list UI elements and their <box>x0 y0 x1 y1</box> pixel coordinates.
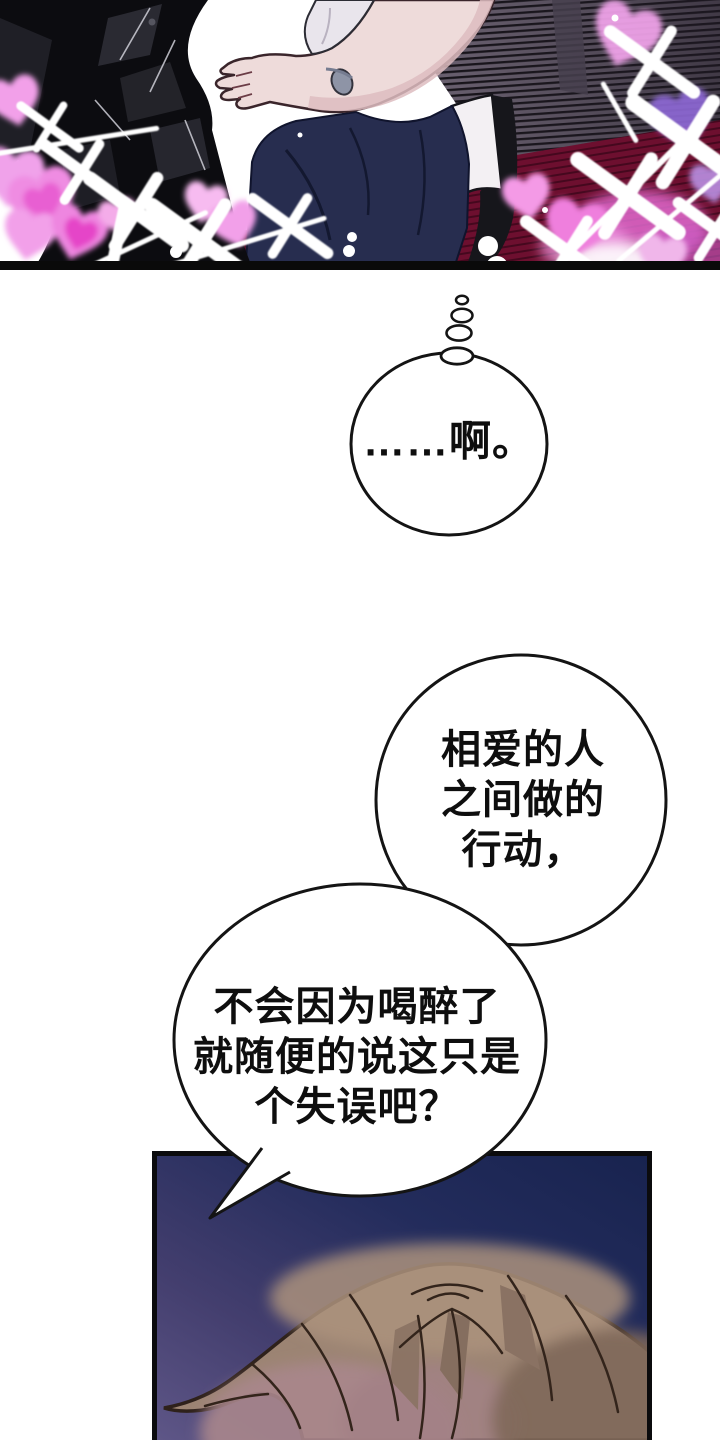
thought-bubble <box>349 294 549 537</box>
finger-lines <box>231 71 253 99</box>
speech-lower-line-2: 就随便的说这只是 <box>193 1035 521 1079</box>
speech-upper-line-3: 行动， <box>461 828 585 872</box>
speech-bubble-lower <box>172 882 548 1220</box>
thought-trail-dot <box>445 324 473 342</box>
speech-bubble-tail <box>208 1147 291 1220</box>
arm-shadow <box>308 0 494 112</box>
hair-strand-lines <box>203 1274 620 1440</box>
speech-bubble-lower-text: 不会因为喝醉了 就随便的说这只是 个失误吧？ <box>193 982 521 1132</box>
thought-trail-dot <box>454 294 470 306</box>
thought-trail-dot <box>439 346 475 366</box>
thought-bubble-text: ……啊。 <box>362 417 536 465</box>
panel-top-border <box>0 261 720 270</box>
speech-bubble-upper-text: 相爱的人 之间做的 行动， <box>441 725 605 875</box>
speech-lower-line-3: 个失误吧？ <box>254 1085 460 1129</box>
speech-lower-line-1: 不会因为喝醉了 <box>213 985 501 1029</box>
speech-upper-line-2: 之间做的 <box>441 778 605 822</box>
speech-upper-line-1: 相爱的人 <box>441 728 605 772</box>
rolled-sleeve <box>303 0 376 56</box>
thought-trail-dot <box>450 307 474 324</box>
character-hair <box>163 1243 647 1440</box>
suit-button <box>148 18 156 26</box>
panel-bottom-artwork <box>152 1151 652 1440</box>
reaching-hand <box>214 0 496 114</box>
panel-top-artwork <box>0 0 720 270</box>
speech-bubble-upper <box>374 653 668 947</box>
dark-garment-edge <box>468 95 518 262</box>
